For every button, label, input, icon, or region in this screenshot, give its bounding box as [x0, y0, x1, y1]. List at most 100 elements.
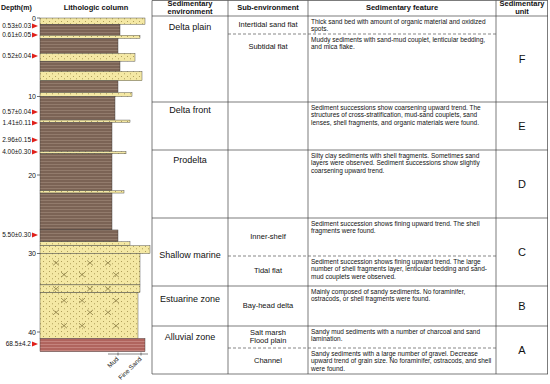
litho-layer [40, 285, 140, 293]
scale-tick [118, 353, 119, 356]
tick-mark [37, 18, 40, 19]
age-value: 0.57±0.04 [0, 107, 31, 117]
feature-text: Sandy sediments with a large number of g… [308, 348, 496, 374]
lithologic-column [40, 18, 150, 352]
litho-layer [40, 24, 120, 35]
age-value: 2.96±0.15 [0, 135, 31, 145]
feature-text: Sediment succession shows fining upward … [308, 256, 496, 286]
age-value: 0.52±0.04 [0, 51, 31, 61]
sample-triangle [32, 233, 38, 238]
axis-title: Depth(m) [1, 0, 40, 16]
scale-tick [141, 353, 142, 356]
age-value: 0.61±0.05 [0, 30, 31, 40]
feature-text: Sediment succession shows fining upward … [308, 218, 496, 256]
column-header: Sedimentary feature [308, 0, 496, 16]
depth-tick: 20 [0, 170, 36, 180]
litho-layer [40, 35, 140, 38]
litho-layer [40, 61, 120, 71]
cross-mark [61, 298, 67, 303]
tick-mark [37, 253, 40, 254]
age-value: 4.00±0.30 [0, 147, 31, 157]
grid-line [496, 1, 497, 375]
depth-tick: 10 [0, 92, 36, 102]
feature-text: Sediment successions show coarsening upw… [308, 102, 496, 150]
sub-environment-name: Intertidal sand flat [228, 16, 308, 34]
feature-text: Silty clay sediments with shell fragment… [308, 150, 496, 218]
cross-mark [105, 286, 111, 291]
cross-mark [79, 323, 85, 328]
litho-layer [40, 120, 130, 122]
depth-tick: 0 [0, 13, 36, 23]
sample-triangle [32, 138, 38, 143]
sample-triangle [32, 33, 38, 38]
cross-mark [61, 272, 67, 277]
environment-name: Delta front [152, 102, 228, 120]
age-value: 68.5±4.2 [0, 339, 31, 349]
sub-environment-name: Inner-shelf [228, 218, 308, 256]
environment-name: Shallow marine [152, 240, 228, 272]
grid-line [152, 1, 153, 375]
litho-layer [40, 254, 140, 285]
unit-letter: F [496, 16, 548, 102]
litho-layer [40, 97, 115, 121]
sub-environment-name: Subtidal flat [228, 34, 308, 60]
cross-mark [79, 298, 85, 303]
column-header: Sedimentary unit [496, 0, 548, 16]
dashed-divider [228, 256, 496, 257]
grain-size-scale [108, 353, 148, 356]
cross-mark [87, 310, 93, 315]
cross-mark [105, 260, 111, 265]
unit-letter: C [496, 218, 548, 286]
unit-letter: A [496, 326, 548, 374]
sample-triangle [32, 121, 38, 126]
tick-mark [37, 332, 40, 333]
litho-layer [40, 81, 118, 93]
cross-mark [113, 272, 119, 277]
cross-mark [79, 272, 85, 277]
litho-layer [40, 338, 145, 351]
environment-name: Prodelta [152, 150, 228, 172]
sample-triangle [32, 342, 38, 347]
table-grid [152, 1, 548, 375]
environment-name: Alluvial zone [152, 326, 228, 350]
sub-environment-name: Tidal flat [228, 256, 308, 286]
cross-mark [61, 323, 67, 328]
sample-markers [32, 24, 38, 347]
depth-tick: 30 [0, 249, 36, 259]
litho-layer [40, 191, 124, 193]
column-header: Sedimentary environment [152, 0, 228, 16]
cross-mark [87, 286, 93, 291]
litho-layer [40, 53, 135, 61]
environment-name: Delta plain [152, 16, 228, 40]
tick-mark [37, 175, 40, 176]
litho-layer [40, 230, 118, 242]
age-value: 1.41±0.11 [0, 118, 31, 128]
grid-line [152, 374, 548, 375]
unit-letter: D [496, 150, 548, 218]
sample-triangle [32, 54, 38, 59]
cross-mark [113, 298, 119, 303]
sample-triangle [32, 24, 38, 29]
feature-text: Sandy mud sediments with a number of cha… [308, 326, 496, 348]
litho-layer [40, 293, 138, 339]
depth-axis [37, 18, 40, 332]
feature-text: Thick sand bed with amount of organic ma… [308, 16, 496, 34]
grid-line [308, 1, 309, 375]
environment-name: Estuarine zone [152, 286, 228, 314]
sample-triangle [32, 150, 38, 155]
tick-mark [37, 96, 40, 97]
grain-size-label: Fine Sand [117, 355, 144, 382]
depth-tick: 40 [0, 327, 36, 337]
cross-mark [87, 260, 93, 265]
cross-mark [113, 323, 119, 328]
dashed-divider [228, 34, 496, 35]
sub-environment-name: Bay-head delta [228, 286, 308, 326]
grid-line [228, 1, 229, 375]
litho-layer [40, 246, 150, 254]
grid-line [152, 218, 548, 219]
grid-line [152, 150, 548, 151]
sub-environment-name: Salt marsh Flood plain [228, 326, 308, 348]
litho-layer [40, 193, 112, 230]
scale-line [108, 354, 148, 355]
